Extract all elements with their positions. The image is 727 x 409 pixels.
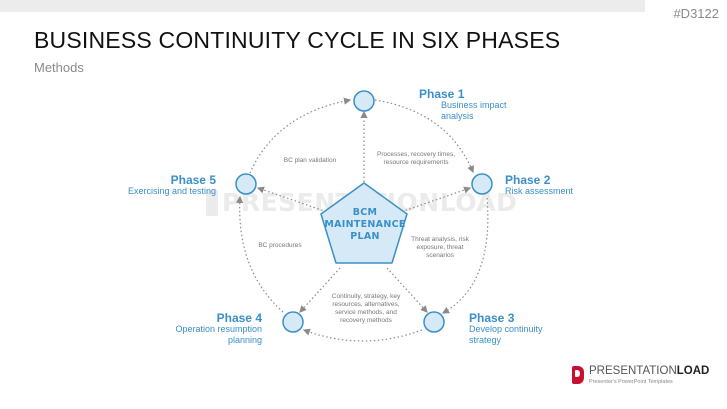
edge-label-processes-line1: Processes, recovery times, — [376, 151, 456, 158]
logo-text-b: LOAD — [676, 365, 710, 377]
page-subtitle: Methods — [34, 60, 84, 75]
cycle-arc-2-3 — [441, 197, 489, 314]
edge-label-threat: Threat analysis, risk exposure, threat s… — [405, 236, 475, 260]
phase-5-node — [235, 173, 257, 195]
phase-5-desc: Exercising and testing — [127, 186, 216, 196]
edge-label-bc-procedures: BC procedures — [258, 242, 302, 249]
edge-label-threat-line3: scenarios — [426, 252, 454, 259]
watermark-icon — [206, 190, 218, 216]
phase-1-title: Phase 1 — [419, 87, 465, 101]
phase-3-title: Phase 3 — [469, 311, 515, 325]
phase-5-title: Phase 5 — [170, 173, 216, 187]
phase-4-node — [282, 311, 304, 333]
logo-text-a: PRESENTATION — [589, 365, 677, 377]
phase-1-desc: Business impact analysis — [441, 100, 507, 122]
cycle-arc-5-1 — [249, 97, 352, 174]
phase-4-title: Phase 4 — [216, 311, 262, 325]
edge-label-continuity: Continuity, strategy, key resources, alt… — [318, 293, 414, 325]
slide-code: #D3122 — [673, 6, 719, 21]
edge-label-continuity-line3: service methods, and — [335, 309, 397, 316]
logo-sub: Presenter's PowerPoint Templates — [589, 379, 673, 385]
hub-label-line3: PLAN — [350, 231, 380, 242]
hub-label-line1: BCM — [352, 207, 378, 218]
phase-4-desc: Operation resumption planning — [175, 324, 262, 346]
edge-label-continuity-line2: resources, alternatives, — [332, 301, 400, 308]
phase-3-desc-line1: Develop continuity — [469, 324, 543, 334]
phase-3-node — [423, 311, 445, 333]
phase-1-desc-line1: Business impact — [441, 100, 507, 110]
spoke-phase-5 — [256, 186, 331, 214]
logo-text: PRESENTATIONLOAD — [589, 365, 709, 377]
hub-label: BCM MAINTENANCE PLAN — [324, 207, 406, 243]
phase-4-desc-line1: Operation resumption — [175, 324, 262, 334]
hub-label-line2: MAINTENANCE — [324, 219, 406, 230]
edge-label-threat-line1: Threat analysis, risk — [411, 236, 469, 243]
logo-mark-icon — [572, 366, 584, 384]
phase-3-desc-line2: strategy — [469, 335, 502, 345]
hub-pentagon — [320, 182, 408, 264]
phase-2-title: Phase 2 — [505, 173, 551, 187]
phase-4-desc-line2: planning — [227, 335, 262, 345]
spoke-phase-2 — [397, 186, 472, 214]
phase-2-desc: Risk assessment — [505, 186, 574, 196]
cycle-arc-4-5 — [236, 195, 284, 313]
page-title: BUSINESS CONTINUITY CYCLE IN SIX PHASES — [34, 27, 561, 53]
edge-label-continuity-line4: recovery methods — [340, 317, 392, 324]
phase-1-node — [353, 90, 375, 112]
top-bar — [0, 0, 645, 12]
phase-3-desc: Develop continuity strategy — [469, 324, 543, 346]
cycle-arc-3-4 — [302, 328, 423, 342]
edge-label-bc-validation: BC plan validation — [283, 157, 337, 164]
cycle-arc-1-2 — [374, 99, 475, 174]
phase-1-desc-line2: analysis — [441, 111, 474, 121]
edge-label-processes-line2: resource requirements — [383, 159, 449, 166]
edge-label-processes: Processes, recovery times, resource requ… — [368, 151, 464, 167]
phase-2-node — [471, 173, 493, 195]
edge-label-continuity-line1: Continuity, strategy, key — [331, 293, 401, 300]
edge-label-threat-line2: exposure, threat — [416, 244, 464, 251]
